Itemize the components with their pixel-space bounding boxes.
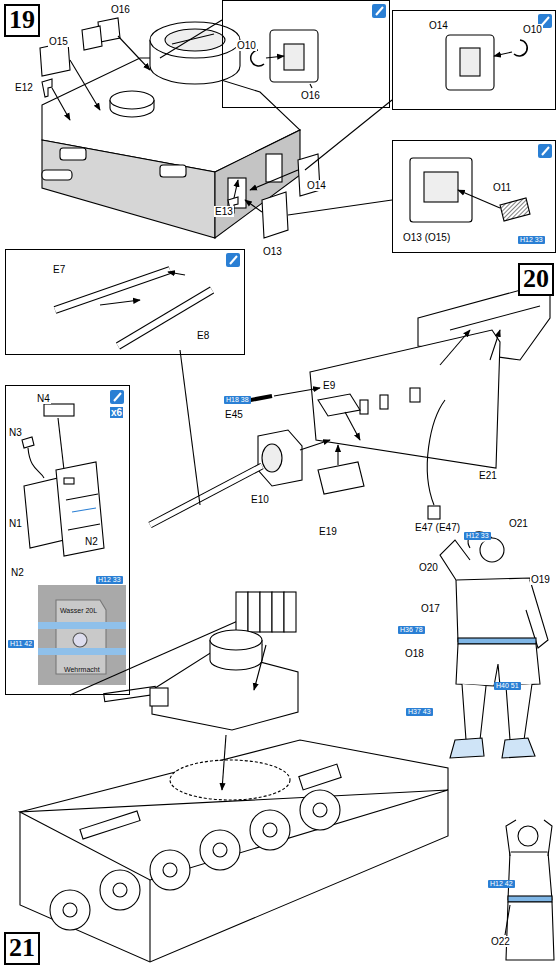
paint-code: H40 51 — [494, 682, 521, 690]
part-number: O15 — [48, 36, 69, 47]
paint-code: H12 33 — [96, 576, 123, 584]
part-number: O10 — [522, 24, 543, 35]
part-number: E8 — [196, 330, 210, 341]
detail-inset: O10O16 — [222, 0, 390, 108]
paint-code: H36 78 — [398, 626, 425, 634]
part-number: O22 — [490, 936, 511, 947]
paint-code: H12 33 — [518, 236, 545, 244]
part-number: O19 — [530, 574, 551, 585]
part-number: O18 — [404, 648, 425, 659]
decal-text: N2 — [10, 567, 25, 578]
part-number: N1 — [8, 518, 23, 529]
part-number: x6 — [110, 407, 123, 418]
decal-text: Wehrmacht — [64, 666, 100, 674]
detail-inset: E7E8 — [5, 249, 245, 355]
part-number: N3 — [8, 427, 23, 438]
part-number: O10 — [236, 40, 257, 51]
part-number: E45 — [224, 409, 244, 420]
step-number-box: 21 — [4, 932, 40, 965]
part-number: O14 — [306, 180, 327, 191]
part-number: E7 — [52, 264, 66, 275]
step-number: 19 — [6, 6, 38, 35]
detail-inset: O14 O10 — [392, 10, 556, 110]
part-number: E12 — [14, 82, 34, 93]
step-number: 20 — [520, 265, 552, 294]
part-number: E21 — [478, 470, 498, 481]
part-number: O14 — [428, 20, 449, 31]
part-number: O21 — [508, 518, 529, 529]
part-number: O17 — [420, 603, 441, 614]
detail-inset: N4N3N1N2 x6N2Wasser 20L Wehrmacht — [5, 385, 130, 695]
part-number: N2 — [84, 536, 99, 547]
part-number: E10 — [250, 494, 270, 505]
paint-code: H12 42 — [488, 880, 515, 888]
part-number: E19 — [318, 526, 338, 537]
decal-text: Wasser 20L — [60, 607, 97, 615]
part-number: E47 (E47) — [414, 522, 461, 533]
part-number: N4 — [36, 393, 51, 404]
step-number-box: 19 — [4, 4, 40, 37]
paint-code: H37 43 — [406, 708, 433, 716]
part-number: O13 (O15) — [402, 232, 451, 243]
part-number: E13 — [214, 206, 234, 217]
part-number: O11 — [492, 182, 512, 193]
paint-code: H12 33 — [464, 532, 491, 540]
decal-panel: N2Wasser 20LWehrmacht — [38, 585, 126, 685]
step-number: 21 — [6, 934, 38, 963]
part-number: O20 — [418, 562, 439, 573]
part-number: O16 — [110, 4, 131, 15]
part-number: O13 — [262, 246, 283, 257]
part-number: E9 — [322, 380, 336, 391]
part-number: O16 — [300, 90, 321, 101]
paint-code: H18 38 — [224, 396, 251, 404]
paint-code: H11 42 — [8, 640, 34, 648]
step-number-box: 20 — [518, 263, 554, 296]
